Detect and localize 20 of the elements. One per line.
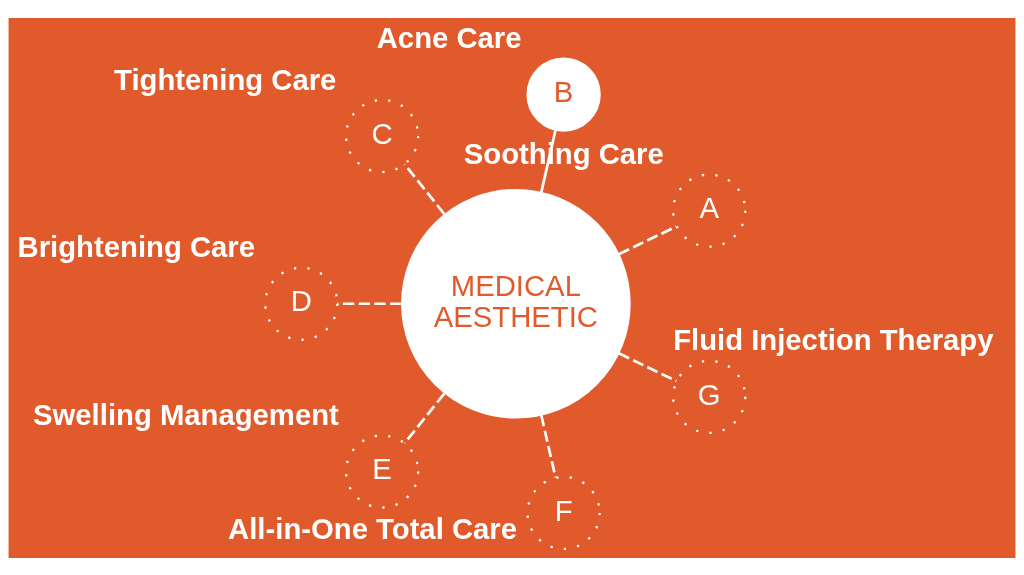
connector [403,162,446,215]
node-circle: C [344,98,420,173]
node-circle: A [672,173,747,248]
node-label: Swelling Management [33,398,339,431]
node-label: Brightening Care [17,230,255,263]
connector [618,351,677,382]
node-label: Tightening Care [114,63,337,96]
node-label: All-in-One Total Care [228,512,517,545]
connector [618,224,677,255]
node-circle: E [344,433,420,509]
connector [337,301,402,305]
node-label: Fluid Injection Therapy [673,323,994,356]
node-circle: B [526,56,601,132]
node-label: Acne Care [376,21,522,54]
node-circle: MEDICAL AESTHETIC [401,188,631,419]
connector [403,392,446,444]
node-circle: F [526,475,601,550]
node-circle: G [672,359,747,434]
connector [539,414,557,478]
node-circle: D [264,266,339,341]
